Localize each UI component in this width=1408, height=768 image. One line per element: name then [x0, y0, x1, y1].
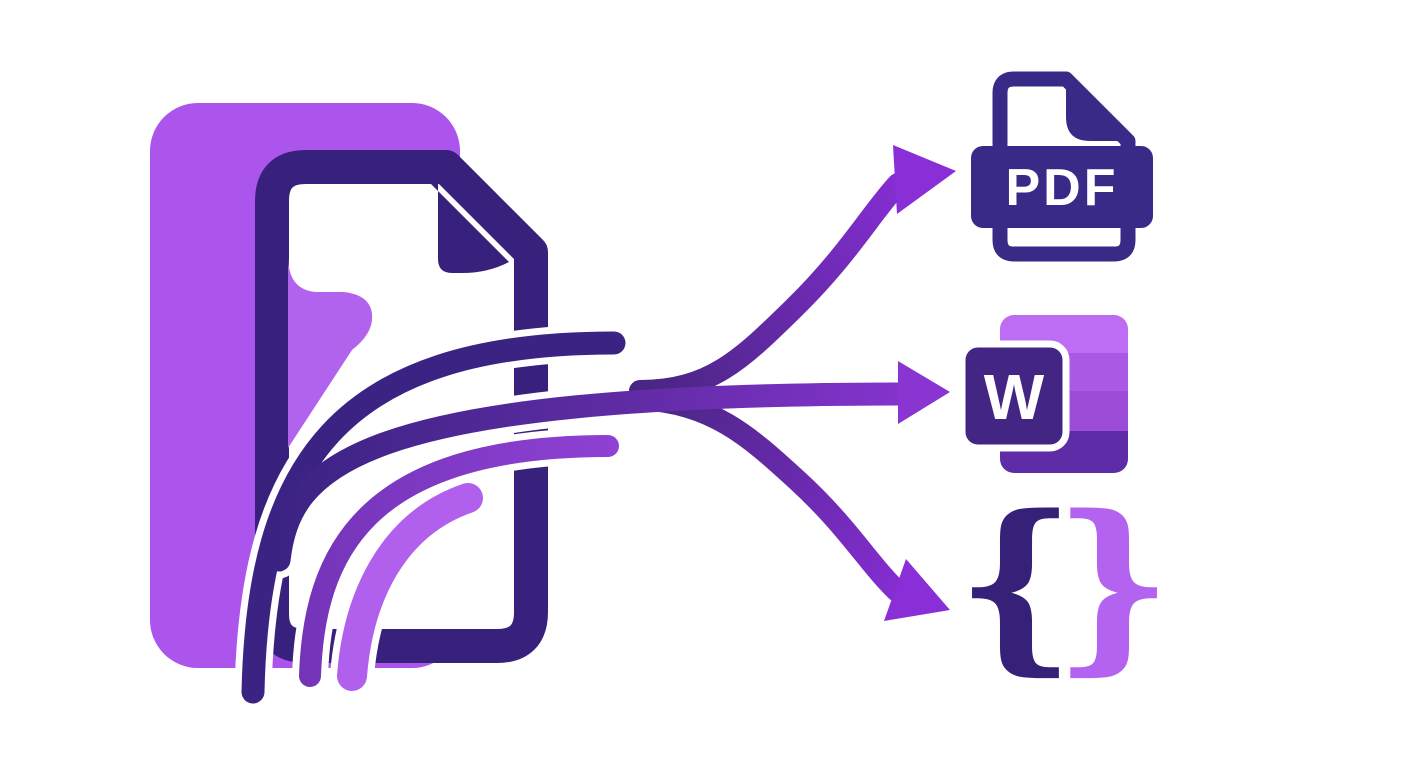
- word-arrow-shaft: [267, 382, 917, 572]
- json-arrow: [629, 388, 950, 621]
- json-close-brace: }: [1054, 474, 1173, 692]
- page-content-wave: [288, 256, 373, 448]
- word-label: W: [984, 361, 1045, 433]
- page-fold-flap: [431, 184, 509, 273]
- word-arrow: [267, 361, 950, 572]
- stream-light: [337, 483, 483, 691]
- pdf-label: PDF: [1006, 159, 1119, 217]
- stream-dark-top: [241, 331, 626, 704]
- pdf-fold-flap: [1066, 83, 1124, 141]
- pdf-arrowhead-icon: [893, 145, 956, 214]
- json-arrowhead-icon: [884, 559, 950, 621]
- source-document: [150, 103, 548, 668]
- word-arrowhead-icon: [898, 361, 950, 424]
- json-braces-icon: { }: [957, 474, 1173, 692]
- flow-streams: [234, 145, 956, 711]
- word-letter-square: [958, 340, 1070, 452]
- stream-medium: [299, 435, 619, 687]
- json-open-brace: {: [957, 474, 1076, 692]
- word-file-icon: W: [958, 315, 1128, 473]
- pdf-arrow: [629, 145, 956, 402]
- pdf-label-band: [971, 146, 1153, 228]
- json-arrow-shaft: [629, 388, 908, 602]
- pdf-file-icon: PDF: [971, 71, 1153, 262]
- pdf-arrow-shaft: [629, 173, 909, 402]
